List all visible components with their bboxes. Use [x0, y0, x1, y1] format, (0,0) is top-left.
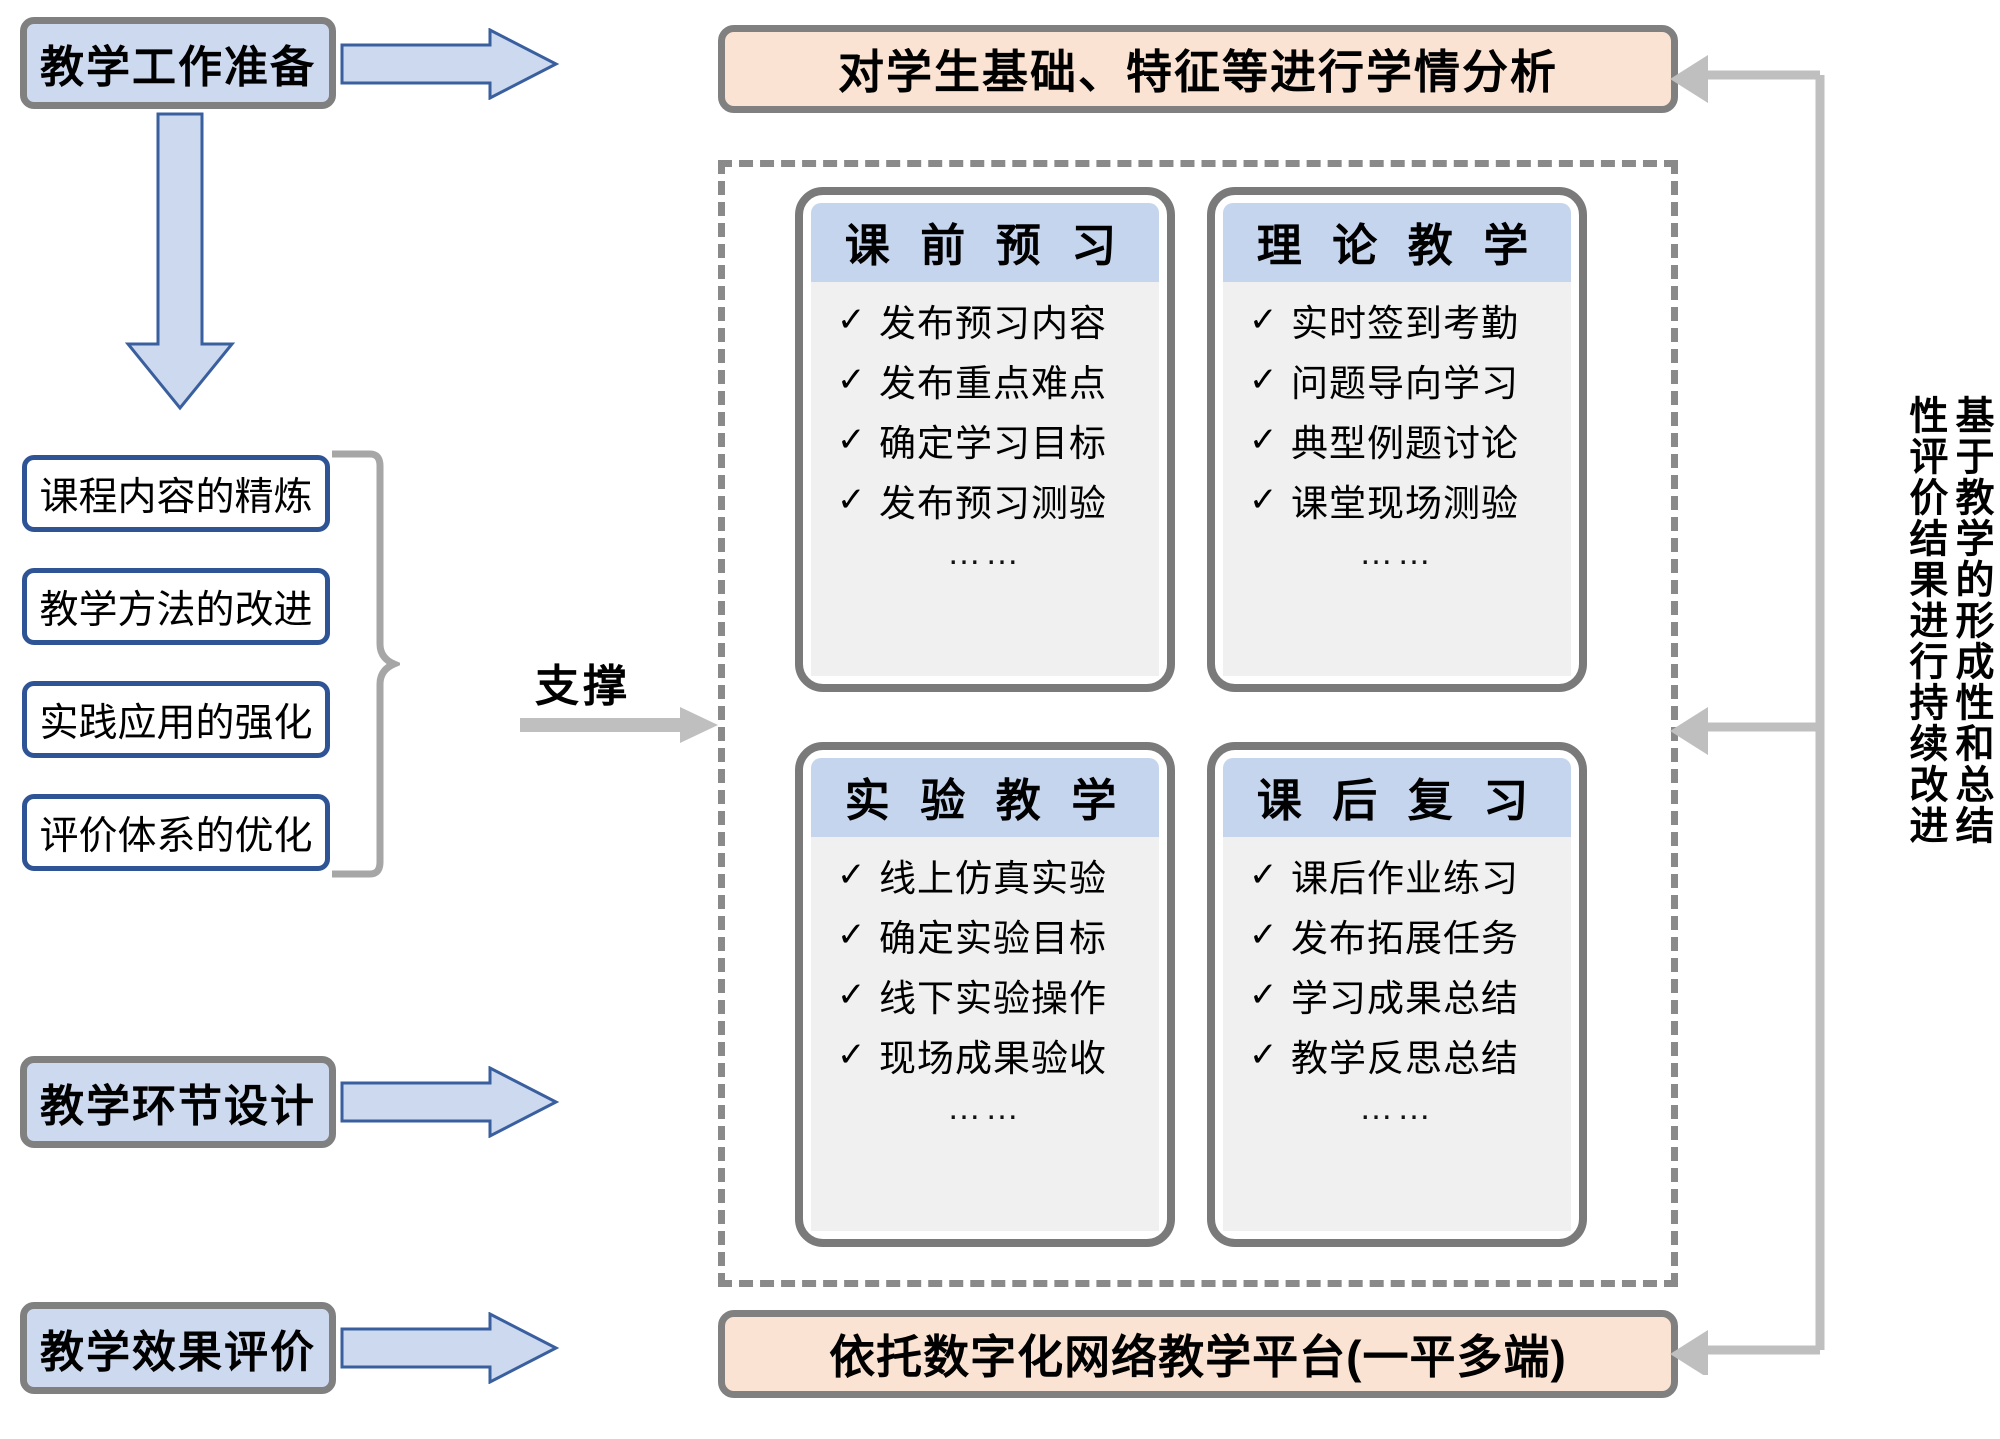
list-item[interactable]: ✓ 课堂现场测验	[1223, 470, 1571, 530]
improvement-item-label: 课程内容的精炼	[39, 475, 313, 519]
list-item-label: 实时签到考勤	[1291, 303, 1519, 344]
list-item[interactable]: ✓ 问题导向学习	[1223, 350, 1571, 410]
check-icon: ✓	[837, 976, 866, 1014]
stage-label: 教学效果评价	[40, 1328, 316, 1377]
list-item[interactable]: ✓ 发布预习内容	[811, 290, 1159, 350]
check-icon: ✓	[1249, 856, 1278, 894]
top-banner-situation-analysis[interactable]: 对学生基础、特征等进行学情分析	[718, 25, 1678, 113]
arrow-support-to-cards	[520, 707, 718, 743]
check-icon: ✓	[1249, 976, 1278, 1014]
arrow-phase-design-to-cards	[340, 1066, 560, 1138]
list-item[interactable]: ✓ 确定学习目标	[811, 410, 1159, 470]
improvement-item-label: 评价体系的优化	[39, 814, 313, 858]
list-item-label: 线下实验操作	[879, 978, 1107, 1019]
list-item-label: 发布预习测验	[879, 483, 1107, 524]
card-title: 课 后 复 习	[1223, 758, 1571, 837]
feedback-text-column-left: 性评价结果进行持续改进	[1903, 395, 1947, 846]
improvement-item-label: 教学方法的改进	[39, 588, 313, 632]
list-item-label: 问题导向学习	[1291, 363, 1519, 404]
card-item-list: ✓ 实时签到考勤 ✓ 问题导向学习 ✓ 典型例题讨论 ✓ 课堂现场测验 ……	[1223, 282, 1571, 676]
list-item[interactable]: ✓ 发布拓展任务	[1223, 905, 1571, 965]
improvement-item-4[interactable]: 评价体系的优化	[22, 794, 330, 871]
teaching-process-region	[718, 160, 1678, 1287]
check-icon: ✓	[1249, 421, 1278, 459]
list-item[interactable]: ✓ 现场成果验收	[811, 1025, 1159, 1085]
stage-label: 教学工作准备	[40, 43, 316, 92]
card-theory-teaching[interactable]: 理 论 教 学 ✓ 实时签到考勤 ✓ 问题导向学习 ✓ 典型例题讨论 ✓ 课堂现…	[1207, 187, 1587, 692]
bottom-banner-digital-platform[interactable]: 依托数字化网络教学平台(一平多端)	[718, 1310, 1678, 1398]
stage-teaching-effect-evaluation[interactable]: 教学效果评价	[20, 1302, 336, 1394]
more-indicator: ……	[1359, 1089, 1435, 1127]
improvement-group-brace	[332, 450, 400, 878]
list-item-label: 发布拓展任务	[1291, 918, 1519, 959]
stage-teaching-preparation[interactable]: 教学工作准备	[20, 17, 336, 109]
card-title: 实 验 教 学	[811, 758, 1159, 837]
list-item[interactable]: ✓ 线下实验操作	[811, 965, 1159, 1025]
improvement-item-1[interactable]: 课程内容的精炼	[22, 455, 330, 532]
card-item-list: ✓ 线上仿真实验 ✓ 确定实验目标 ✓ 线下实验操作 ✓ 现场成果验收 ……	[811, 837, 1159, 1231]
check-icon: ✓	[837, 856, 866, 894]
support-label: 支撑	[535, 662, 631, 711]
bottom-banner-label: 依托数字化网络教学平台(一平多端)	[829, 1331, 1567, 1383]
more-indicator: ……	[1359, 534, 1435, 572]
list-item[interactable]: ✓ 线上仿真实验	[811, 845, 1159, 905]
card-item-list: ✓ 课后作业练习 ✓ 发布拓展任务 ✓ 学习成果总结 ✓ 教学反思总结 ……	[1223, 837, 1571, 1231]
check-icon: ✓	[837, 361, 866, 399]
check-icon: ✓	[837, 301, 866, 339]
improvement-item-label: 实践应用的强化	[39, 701, 313, 745]
feedback-loop-arrows	[1670, 55, 1825, 1375]
check-icon: ✓	[837, 481, 866, 519]
list-item-label: 课堂现场测验	[1291, 483, 1519, 524]
list-item-label: 线上仿真实验	[879, 858, 1107, 899]
stage-teaching-phase-design[interactable]: 教学环节设计	[20, 1056, 336, 1148]
more-indicator: ……	[947, 1089, 1023, 1127]
improvement-item-3[interactable]: 实践应用的强化	[22, 681, 330, 758]
list-item-label: 典型例题讨论	[1291, 423, 1519, 464]
list-item[interactable]: ✓ 发布重点难点	[811, 350, 1159, 410]
top-banner-label: 对学生基础、特征等进行学情分析	[838, 46, 1558, 98]
arrow-evaluation-to-platform	[340, 1312, 560, 1384]
list-item-label: 确定实验目标	[879, 918, 1107, 959]
list-item-label: 现场成果验收	[879, 1038, 1107, 1079]
check-icon: ✓	[1249, 361, 1278, 399]
list-item[interactable]: ✓ 学习成果总结	[1223, 965, 1571, 1025]
list-item[interactable]: ✓ 典型例题讨论	[1223, 410, 1571, 470]
check-icon: ✓	[837, 916, 866, 954]
list-item[interactable]: ✓ 教学反思总结	[1223, 1025, 1571, 1085]
check-icon: ✓	[1249, 916, 1278, 954]
card-experiment-teaching[interactable]: 实 验 教 学 ✓ 线上仿真实验 ✓ 确定实验目标 ✓ 线下实验操作 ✓ 现场成…	[795, 742, 1175, 1247]
arrow-preparation-down	[124, 112, 236, 411]
check-icon: ✓	[1249, 1036, 1278, 1074]
more-indicator: ……	[947, 534, 1023, 572]
card-pre-class-preview[interactable]: 课 前 预 习 ✓ 发布预习内容 ✓ 发布重点难点 ✓ 确定学习目标 ✓ 发布预…	[795, 187, 1175, 692]
check-icon: ✓	[1249, 481, 1278, 519]
list-item-label: 确定学习目标	[879, 423, 1107, 464]
arrow-preparation-to-analysis	[340, 28, 560, 100]
stage-label: 教学环节设计	[40, 1082, 316, 1131]
list-item-label: 发布重点难点	[879, 363, 1107, 404]
list-item[interactable]: ✓ 实时签到考勤	[1223, 290, 1571, 350]
feedback-text-column-right: 基于教学的形成性和总结	[1950, 395, 1993, 846]
list-item[interactable]: ✓ 课后作业练习	[1223, 845, 1571, 905]
check-icon: ✓	[837, 421, 866, 459]
card-post-class-review[interactable]: 课 后 复 习 ✓ 课后作业练习 ✓ 发布拓展任务 ✓ 学习成果总结 ✓ 教学反…	[1207, 742, 1587, 1247]
card-title: 课 前 预 习	[811, 203, 1159, 282]
list-item-label: 学习成果总结	[1291, 978, 1519, 1019]
list-item-label: 教学反思总结	[1291, 1038, 1519, 1079]
card-item-list: ✓ 发布预习内容 ✓ 发布重点难点 ✓ 确定学习目标 ✓ 发布预习测验 ……	[811, 282, 1159, 676]
list-item[interactable]: ✓ 发布预习测验	[811, 470, 1159, 530]
check-icon: ✓	[1249, 301, 1278, 339]
list-item-label: 发布预习内容	[879, 303, 1107, 344]
card-title: 理 论 教 学	[1223, 203, 1571, 282]
list-item-label: 课后作业练习	[1291, 858, 1519, 899]
check-icon: ✓	[837, 1036, 866, 1074]
improvement-item-2[interactable]: 教学方法的改进	[22, 568, 330, 645]
feedback-text-block: 基于教学的形成性和总结 性评价结果进行持续改进	[1852, 395, 1993, 1055]
list-item[interactable]: ✓ 确定实验目标	[811, 905, 1159, 965]
